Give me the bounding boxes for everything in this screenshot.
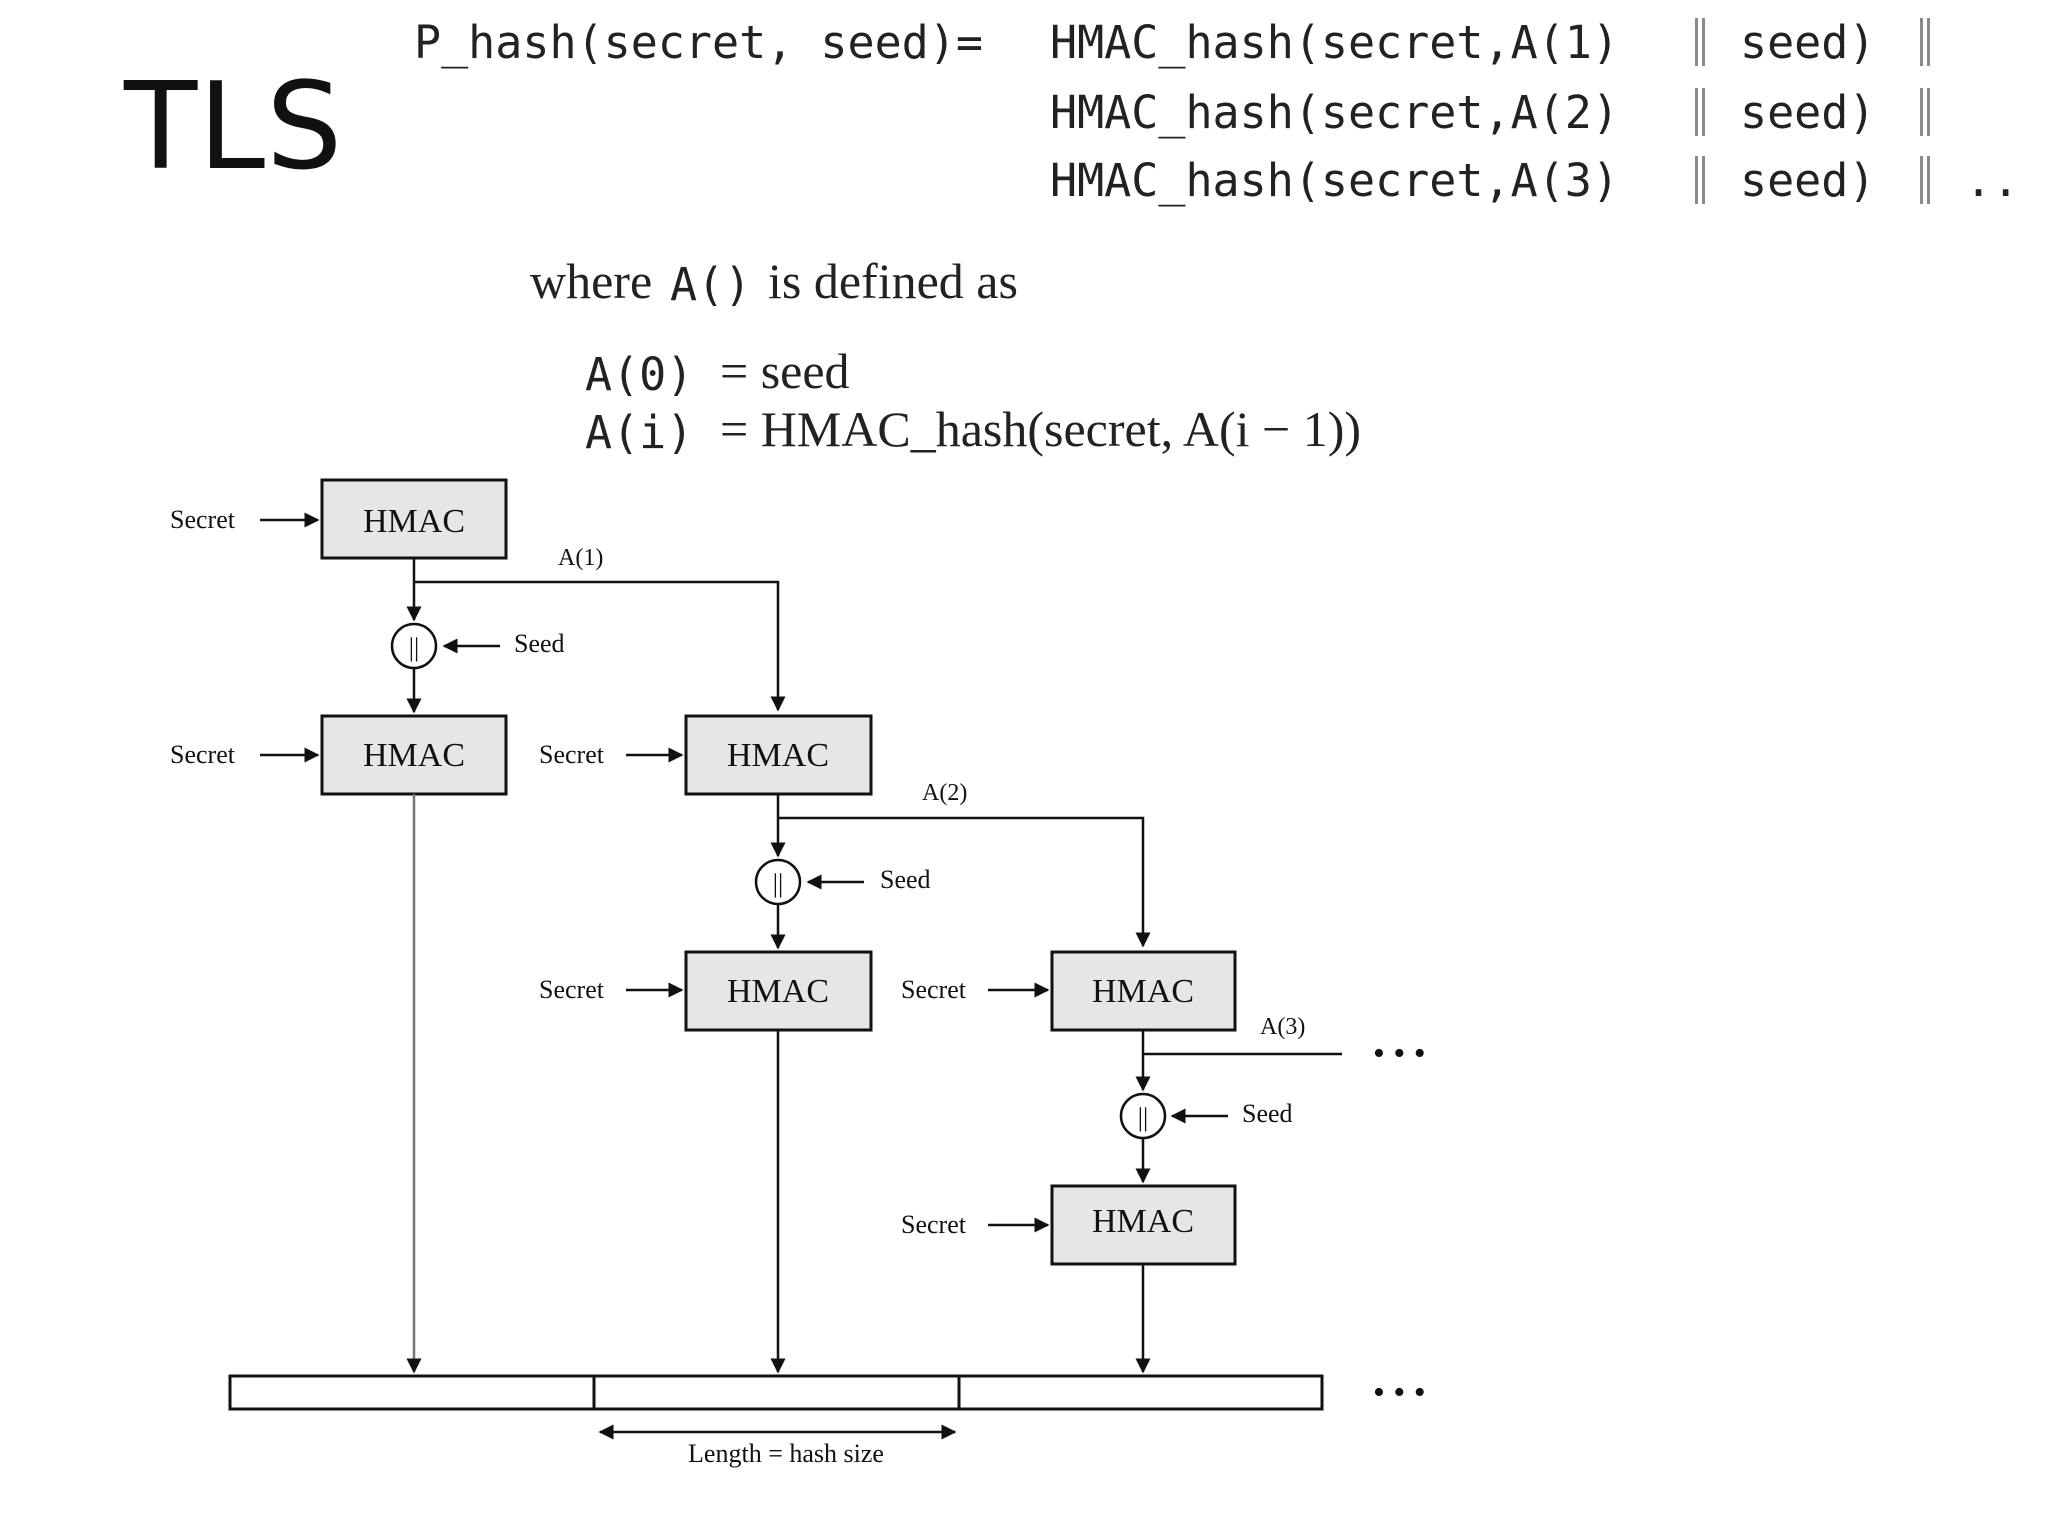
hmac-box-out2: HMAC xyxy=(684,950,873,1032)
output-segment-3 xyxy=(957,1374,1324,1411)
phash-row-2-divider-b xyxy=(1702,88,1705,136)
a0-code: A(0) xyxy=(585,348,694,401)
ellipsis-a3: • • • xyxy=(1373,1035,1426,1072)
where-suffix: is defined as xyxy=(768,253,1018,309)
a2-label: A(2) xyxy=(922,780,967,806)
output-bar xyxy=(228,1374,1324,1411)
where-prefix: where xyxy=(530,253,653,309)
hmac-box-out1-label: HMAC xyxy=(363,737,465,774)
secret-label-6: Secret xyxy=(901,1210,967,1239)
phash-row-1-divider xyxy=(1695,18,1698,66)
phash-row-3-concat xyxy=(1920,156,1923,204)
phash-row-2-seed: seed) xyxy=(1740,86,1876,139)
phash-lhs: P_hash(secret, seed)= xyxy=(414,16,983,69)
phash-row-1-term: HMAC_hash(secret,A(1) xyxy=(1050,16,1619,69)
phash-row-1-seed: seed) xyxy=(1740,16,1876,69)
phash-row-3-seed: seed) xyxy=(1740,154,1876,207)
phash-row-1-concat-b xyxy=(1927,18,1930,66)
a1-to-hmac-a2 xyxy=(414,580,786,712)
slide-title: TLS xyxy=(124,58,344,197)
concat-node-1: || xyxy=(390,622,438,670)
phash-row-3-divider xyxy=(1695,156,1698,204)
hmac-box-out1: HMAC xyxy=(320,714,508,796)
phash-row-2-term: HMAC_hash(secret,A(2) xyxy=(1050,86,1619,139)
concat-node-3-symbol: || xyxy=(1138,1103,1148,1132)
phash-row-2-concat xyxy=(1920,88,1923,136)
hmac-box-a3-label: HMAC xyxy=(1092,973,1194,1010)
where-code: A() xyxy=(670,258,752,311)
phash-row-1-divider-b xyxy=(1702,18,1705,66)
a3-label: A(3) xyxy=(1260,1014,1305,1040)
output-segment-1 xyxy=(228,1374,596,1411)
hmac-box-out2-label: HMAC xyxy=(727,973,829,1010)
a0-rhs: = seed xyxy=(720,343,850,399)
concat-node-1-symbol: || xyxy=(409,633,419,662)
a2-to-hmac-a3 xyxy=(778,816,1151,948)
phash-row-1-concat xyxy=(1920,18,1923,66)
seed-label-1: Seed xyxy=(514,629,565,658)
concat-node-2-symbol: || xyxy=(773,869,783,898)
secret-label-3: Secret xyxy=(539,740,605,769)
output-segment-2 xyxy=(592,1374,961,1411)
ellipsis-output: • • • xyxy=(1373,1374,1426,1411)
ai-code: A(i) xyxy=(585,406,694,459)
phash-row-3-ellipsis: .. xyxy=(1965,154,2020,207)
hmac-box-a2: HMAC xyxy=(684,714,873,796)
hmac-box-a1: HMAC xyxy=(320,478,508,560)
ai-rhs: = HMAC_hash(secret, A(i − 1)) xyxy=(720,401,1361,457)
seed-label-3: Seed xyxy=(1242,1099,1293,1128)
hmac-box-out3-label: HMAC xyxy=(1092,1203,1194,1240)
concat-node-2: || xyxy=(754,858,802,906)
phash-row-3-divider-b xyxy=(1702,156,1705,204)
length-label: Length = hash size xyxy=(688,1439,884,1468)
hmac-box-a1-label: HMAC xyxy=(363,503,465,540)
hmac-box-a2-label: HMAC xyxy=(727,737,829,774)
hmac-box-out3: HMAC xyxy=(1050,1184,1237,1266)
phash-row-3-term: HMAC_hash(secret,A(3) xyxy=(1050,154,1619,207)
a1-label: A(1) xyxy=(558,545,603,571)
phash-row-3-concat-b xyxy=(1927,156,1930,204)
hmac-box-a3: HMAC xyxy=(1050,950,1237,1032)
secret-label-4: Secret xyxy=(539,975,605,1004)
secret-label-5: Secret xyxy=(901,975,967,1004)
seed-label-2: Seed xyxy=(880,865,931,894)
concat-node-3: || xyxy=(1119,1092,1167,1140)
secret-label-2: Secret xyxy=(170,740,236,769)
phash-row-2-divider xyxy=(1695,88,1698,136)
phash-row-2-concat-b xyxy=(1927,88,1930,136)
secret-label-1: Secret xyxy=(170,505,236,534)
